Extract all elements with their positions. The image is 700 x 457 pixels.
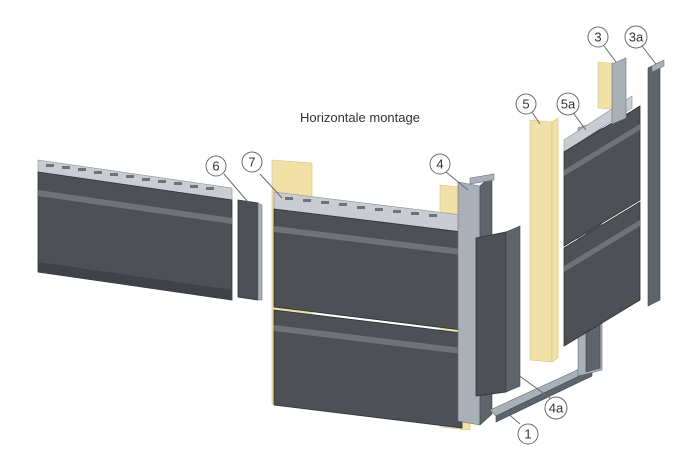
callout-3a: 3a	[624, 25, 657, 65]
svg-text:7: 7	[248, 155, 255, 170]
wall-panel-lower	[273, 309, 463, 429]
right-wall-panels	[563, 95, 641, 347]
diagram-title: Horizontale montage	[300, 110, 420, 125]
outer-corner-4a	[475, 225, 521, 397]
callout-5a: 5a	[556, 92, 587, 131]
callout-5: 5	[515, 93, 541, 125]
svg-text:4: 4	[436, 157, 443, 172]
callout-3: 3	[587, 26, 617, 63]
connector-strip-6	[237, 199, 263, 301]
callout-6: 6	[205, 155, 249, 203]
svg-text:5a: 5a	[561, 97, 576, 112]
loose-siding-panel	[37, 159, 233, 301]
starter-profile-7	[273, 191, 463, 233]
nailing-slots	[46, 164, 214, 190]
svg-text:5: 5	[522, 97, 529, 112]
callout-7: 7	[241, 151, 283, 199]
callout-4a: 4a	[513, 371, 568, 420]
svg-text:3a: 3a	[629, 30, 644, 45]
batten-5	[529, 117, 559, 363]
end-trim-3	[611, 57, 627, 125]
j-profile-3a	[647, 59, 665, 307]
svg-text:6: 6	[212, 159, 219, 174]
svg-text:3: 3	[594, 30, 601, 45]
callout-4: 4	[429, 153, 469, 191]
svg-text:4a: 4a	[549, 401, 564, 416]
callout-1: 1	[505, 411, 539, 445]
svg-text:1: 1	[524, 427, 531, 442]
